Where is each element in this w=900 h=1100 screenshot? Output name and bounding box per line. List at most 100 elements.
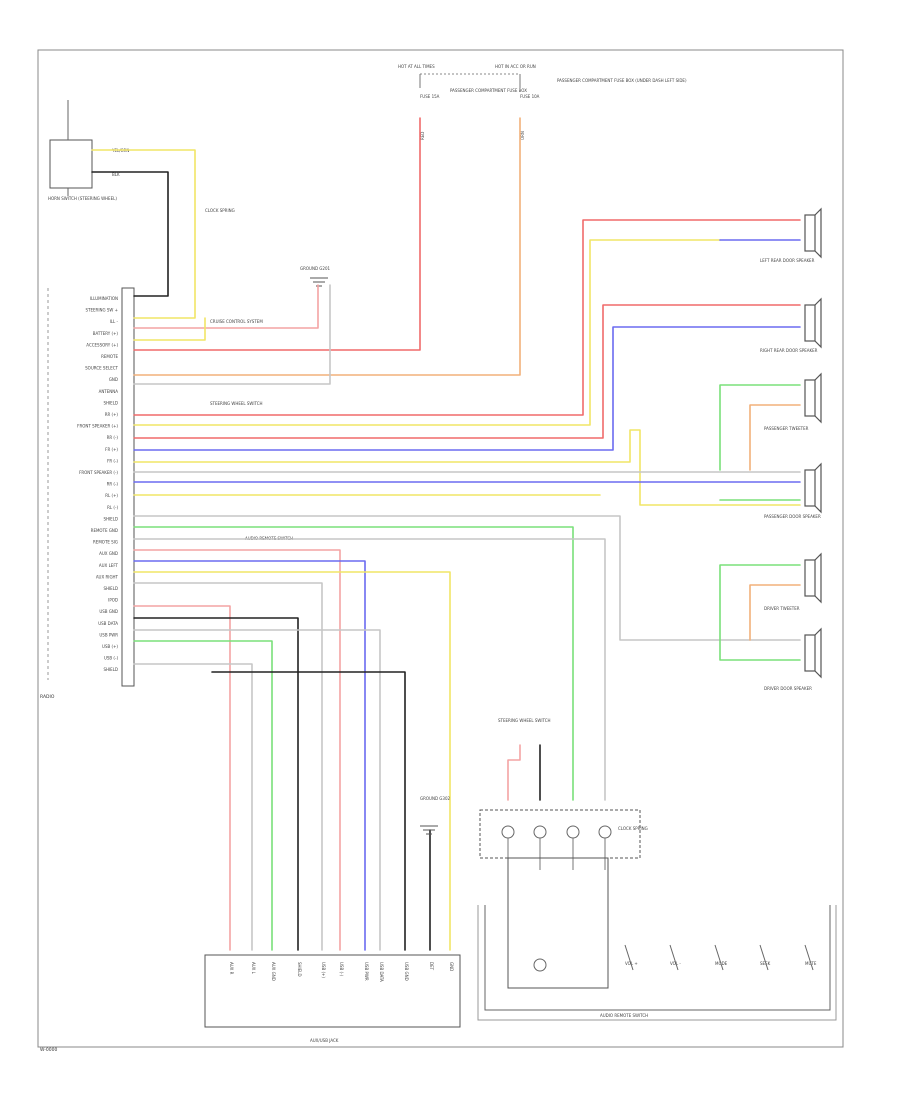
label-fuse-right: FUSE 10A <box>520 94 540 99</box>
label-steering-ctrl: AUDIO REMOTE SWITCH <box>600 1013 648 1018</box>
wire-pass-yellow <box>133 429 801 506</box>
horn-switch: HORN SWITCH (STEERING WHEEL) YEL/GRN BLK… <box>48 100 235 213</box>
radio-pin-label: SOURCE SELECT <box>85 366 118 371</box>
clock-spring-contact <box>501 825 515 839</box>
radio-pin-label: ANTENNA <box>99 389 119 394</box>
radio-pin-label: RR (+) <box>105 412 119 417</box>
radio-connector <box>121 287 135 687</box>
radio-pin-label: AUX GND <box>99 551 118 556</box>
wire-driver-orange <box>749 584 801 641</box>
radio-pin-label: FRONT SPEAKER (+) <box>77 424 118 429</box>
radio-pin-label: STEERING SW + <box>86 308 118 313</box>
label-steering-switch: STEERING WHEEL SWITCH <box>498 718 551 723</box>
radio-pin-label: FR (+) <box>105 447 118 452</box>
steering-wheel-switch: STEERING WHEEL SWITCH CLOCK SPRING VOL +… <box>477 718 837 1021</box>
wire-remote-green <box>133 526 574 801</box>
diagram-frame <box>37 49 844 1048</box>
label-wire-red: RED <box>420 132 425 140</box>
wire-driver-gray <box>133 515 801 641</box>
radio-pin-label: REMOTE SIG <box>93 540 118 545</box>
aux-pin-label: AUX GND <box>271 962 276 981</box>
radio-pin-label: FR (-) <box>107 458 118 463</box>
wire-aux-blue <box>133 560 366 951</box>
clock-spring-contact <box>533 825 547 839</box>
radio-pin-label: GND <box>109 377 118 382</box>
wire-gnd-gray <box>133 284 331 385</box>
radio-pin-label: USB (+) <box>102 644 118 649</box>
radio-pin-label: REMOTE <box>101 354 118 359</box>
wire-driver-green <box>719 564 801 661</box>
label-wire-orange: ORN <box>520 131 525 140</box>
speakers <box>804 207 822 679</box>
radio-pin-label: AUX RIGHT <box>96 574 119 579</box>
radio-pin-label: ILLUMINATION <box>90 296 118 301</box>
label-ground: GROUND G201 <box>300 266 330 271</box>
clock-spring-contacts <box>501 825 612 870</box>
wire-aux-yellow <box>133 571 451 951</box>
label-horn-switch: HORN SWITCH (STEERING WHEEL) <box>48 196 117 201</box>
aux-pin-label: USB PWR <box>364 962 369 981</box>
label-speaker-driver-door: DRIVER DOOR SPEAKER <box>764 686 812 691</box>
radio-pin-label: SHIELD <box>103 400 118 405</box>
speaker-left-rear <box>804 207 822 259</box>
wire-rr-pos-red <box>133 304 801 439</box>
label-radio: RADIO <box>40 694 55 700</box>
aux-pin-label: USB DATA <box>379 962 384 982</box>
label-speaker-passenger-tweeter: PASSENGER TWEETER <box>764 426 809 431</box>
radio-pin-label: RR (-) <box>107 435 119 440</box>
wire-passenger-orange <box>749 404 801 471</box>
radio-pin-label: RL (-) <box>107 505 118 510</box>
aux-pin-label: GND <box>449 962 454 971</box>
steering-switch-labels: VOL +VOL -MODESEEKMUTE <box>624 944 817 971</box>
aux-pin-label: USB GND <box>404 962 409 981</box>
radio-pin-label: REMOTE GND <box>91 528 118 533</box>
radio-pin-label: AUX LEFT <box>99 563 119 568</box>
label-horn-black: BLK <box>112 172 120 177</box>
wire-passenger-green <box>719 384 801 501</box>
aux-pin-label: DET <box>429 962 434 971</box>
label-ground-g302: GROUND G302 <box>420 796 450 801</box>
radio-pin-label: USB GND <box>99 609 118 614</box>
wire-horn-black <box>91 171 169 297</box>
radio-pin-label: ILL - <box>110 319 119 324</box>
speaker-driver-tweeter <box>804 552 822 604</box>
label-speaker-passenger-door: PASSENGER DOOR SPEAKER <box>764 514 821 519</box>
wire-battery-red <box>133 117 421 351</box>
wire-lr-neg-yellow <box>133 239 721 426</box>
label-speaker-left-rear: LEFT REAR DOOR SPEAKER <box>760 258 815 263</box>
aux-pin-label: AUX L <box>251 962 256 975</box>
wire-usb-green <box>133 640 273 951</box>
wire-aux-pink <box>133 549 341 951</box>
radio-pin-label: RR (-) <box>107 482 119 487</box>
radio-pin-label: SHIELD <box>103 516 118 521</box>
wire-usb-pink <box>133 605 231 951</box>
wire-usb-black <box>133 617 299 951</box>
radio-pin-label: BATTERY (+) <box>93 331 119 336</box>
wire-shield-black <box>211 671 406 951</box>
speaker-passenger-tweeter <box>804 372 822 424</box>
wire-remote-gray <box>133 538 606 801</box>
clock-spring-contact <box>598 825 612 839</box>
radio-unit: RADIO ILLUMINATION STEERING SW + ILL - BATT… <box>40 287 135 700</box>
fuse-box-area: HOT AT ALL TIMES HOT IN ACC OR RUN FUSE … <box>398 64 687 140</box>
label-clock-spring: CLOCK SPRING <box>205 208 235 213</box>
wire-usb-gray <box>133 629 381 951</box>
wire-rr-neg-blue <box>133 326 801 451</box>
label-fuse-center: PASSENGER COMPARTMENT FUSE BOX <box>450 88 527 93</box>
ground-g302: GROUND G302 <box>420 796 450 835</box>
speaker-right-rear <box>804 297 822 349</box>
wire-aux-gray <box>133 582 323 951</box>
steering-switch-label: SEEK <box>760 961 771 966</box>
label-hot-in-acc: HOT IN ACC OR RUN <box>495 64 536 69</box>
wire-cruise-pink <box>133 284 319 329</box>
wire-horn-yellow <box>91 149 196 319</box>
label-speaker-right-rear: RIGHT REAR DOOR SPEAKER <box>760 348 818 353</box>
wire-usb2-gray <box>133 663 253 951</box>
wire-sw-pink <box>507 744 521 801</box>
label-cruise: CRUISE CONTROL SYSTEM <box>210 319 263 324</box>
wires <box>91 117 801 951</box>
radio-pin-label: SHIELD <box>103 667 118 672</box>
